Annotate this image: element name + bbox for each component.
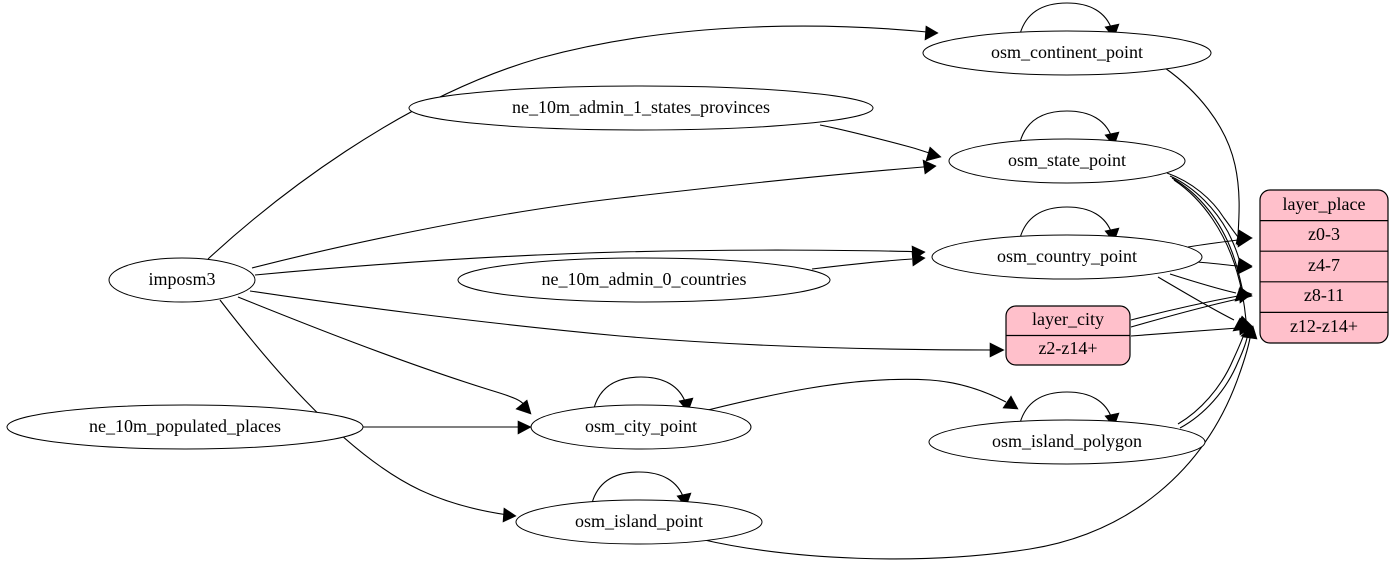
edge-osm_country_point-to-layer_place-z0-3 xyxy=(1187,232,1253,248)
node-ne_10m_populated_places[interactable]: ne_10m_populated_places xyxy=(6,404,364,450)
node-label-ne_10m_admin_1_states_provinces: ne_10m_admin_1_states_provinces xyxy=(512,97,770,117)
node-label-ne_10m_admin_0_countries: ne_10m_admin_0_countries xyxy=(542,269,747,289)
node-osm_state_point[interactable]: osm_state_point xyxy=(948,138,1186,184)
node-osm_continent_point[interactable]: osm_continent_point xyxy=(922,30,1212,76)
node-osm_city_point[interactable]: osm_city_point xyxy=(530,404,752,450)
edge-osm_country_point-to-layer_place-z4-7 xyxy=(1195,259,1253,275)
edge-ne_populated_places-to-osm_city_point xyxy=(363,420,532,435)
edge-layer_city-to-layer_place-z8-11 xyxy=(1130,288,1253,321)
edge-osm_island_polygon-to-layer_place-z12-z14 xyxy=(1179,325,1256,429)
node-label-ne_10m_populated_places: ne_10m_populated_places xyxy=(89,416,281,436)
node-label-osm_country_point: osm_country_point xyxy=(997,246,1137,266)
record-row-layer_city-z2-z14[interactable]: z2-z14+ xyxy=(1038,338,1097,358)
edge-ne_admin_0-to-osm_country_point xyxy=(811,251,926,270)
record-row-layer_place-z0-3[interactable]: z0-3 xyxy=(1308,224,1340,244)
edge-osm_island_point-to-layer_place-z12-z14 xyxy=(699,325,1258,560)
node-osm_island_point[interactable]: osm_island_point xyxy=(515,499,763,545)
node-osm_country_point[interactable]: osm_country_point xyxy=(931,234,1203,280)
edge-imposm3-to-osm_city_point xyxy=(237,296,532,415)
node-label-imposm3: imposm3 xyxy=(148,269,215,289)
node-label-osm_island_point: osm_island_point xyxy=(575,511,703,531)
node-label-osm_continent_point: osm_continent_point xyxy=(991,42,1143,62)
node-label-osm_island_polygon: osm_island_polygon xyxy=(992,431,1142,451)
record-row-layer_place-z8-11[interactable]: z8-11 xyxy=(1304,285,1344,305)
node-ne_10m_admin_0_countries[interactable]: ne_10m_admin_0_countries xyxy=(457,257,831,303)
node-layer: imposm3 ne_10m_admin_1_states_provinces … xyxy=(6,30,1212,545)
node-ne_10m_admin_1_states_provinces[interactable]: ne_10m_admin_1_states_provinces xyxy=(408,85,874,131)
edge-ne_admin_1-to-osm_state_point xyxy=(819,124,942,162)
node-osm_island_polygon[interactable]: osm_island_polygon xyxy=(928,419,1206,465)
edge-imposm3-to-osm_island_point xyxy=(219,299,517,523)
record-row-layer_place-z12-z14[interactable]: z12-z14+ xyxy=(1290,316,1358,336)
record-node-layer_city[interactable]: layer_city z2-z14+ xyxy=(1005,305,1131,366)
edge-imposm3-to-layer_city xyxy=(249,290,1005,358)
node-label-osm_city_point: osm_city_point xyxy=(585,416,697,436)
record-row-layer_place-title: layer_place xyxy=(1283,194,1366,214)
edge-layer_city-to-layer_place-z8-11-b xyxy=(1130,298,1239,328)
node-label-osm_state_point: osm_state_point xyxy=(1008,150,1126,170)
record-node-layer: layer_city z2-z14+ layer_place z0-3 z4-7… xyxy=(1005,189,1389,366)
edge-layer_city-to-layer_place-z12-z14 xyxy=(1130,320,1253,337)
record-row-layer_city-title: layer_city xyxy=(1032,309,1104,329)
edge-imposm3-to-osm_state_point xyxy=(251,159,937,269)
record-row-layer_place-z4-7[interactable]: z4-7 xyxy=(1308,255,1340,275)
node-imposm3[interactable]: imposm3 xyxy=(108,257,256,303)
edge-osm_city_point-to-osm_island_polygon xyxy=(699,378,1019,413)
edge-osm_island_polygon-to-layer_place-z12-z14-b xyxy=(1177,330,1246,425)
record-node-layer_place[interactable]: layer_place z0-3 z4-7 z8-11 z12-z14+ xyxy=(1259,189,1389,344)
edge-layer xyxy=(207,2,1258,560)
edge-imposm3-to-osm_continent_point xyxy=(207,25,939,260)
